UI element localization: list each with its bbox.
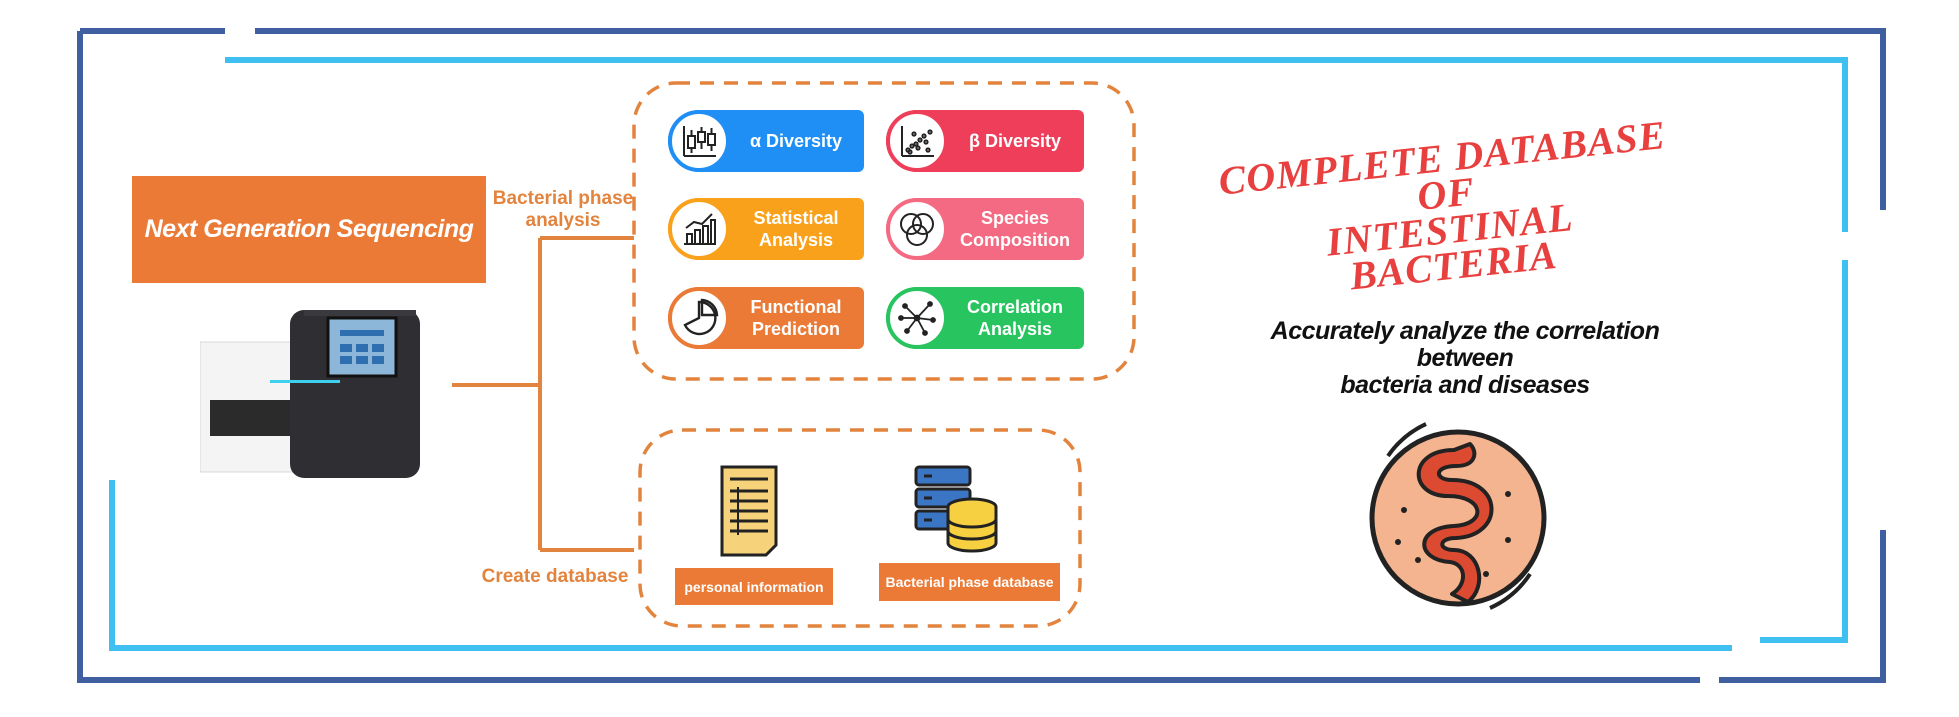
analysis-pill-label: Functional Prediction <box>750 297 842 339</box>
sequencer-machine-icon <box>200 310 420 478</box>
boxplot-icon <box>668 110 730 172</box>
ngs-title: Next Generation Sequencing <box>132 176 486 283</box>
analysis-pill-statistical-analysis: Statistical Analysis <box>668 198 864 260</box>
subline-correlation: Accurately analyze the correlation betwe… <box>1270 317 1660 399</box>
analysis-pill-functional-prediction: Functional Prediction <box>668 287 864 349</box>
network-icon <box>886 287 948 349</box>
branch-label-phase-analysis: Bacterial phase analysis <box>492 188 634 231</box>
branch-label-create-database: Create database <box>481 566 629 587</box>
analysis-pill-beta-diversity: β Diversity <box>886 110 1084 172</box>
server-database-icon <box>914 465 998 553</box>
personal-information-label: personal information <box>675 568 833 605</box>
pie-chart-icon <box>668 287 730 349</box>
analysis-pill-label: Species Composition <box>960 208 1070 250</box>
analysis-pill-label: Statistical Analysis <box>753 208 839 250</box>
analysis-pill-label: α Diversity <box>749 131 843 151</box>
analysis-pill-alpha-diversity: α Diversity <box>668 110 864 172</box>
intestine-icon <box>1369 422 1547 610</box>
document-icon <box>720 465 778 557</box>
bacterial-phase-database-label: Bacterial phase database <box>879 563 1060 601</box>
analysis-pill-species-composition: Species Composition <box>886 198 1084 260</box>
venn-diagram-icon <box>886 198 948 260</box>
scatter-plot-icon <box>886 110 948 172</box>
analysis-pill-label: Correlation Analysis <box>966 297 1063 339</box>
analysis-pill-correlation-analysis: Correlation Analysis <box>886 287 1084 349</box>
analysis-pill-label: β Diversity <box>968 131 1062 151</box>
trend-bar-chart-icon <box>668 198 730 260</box>
